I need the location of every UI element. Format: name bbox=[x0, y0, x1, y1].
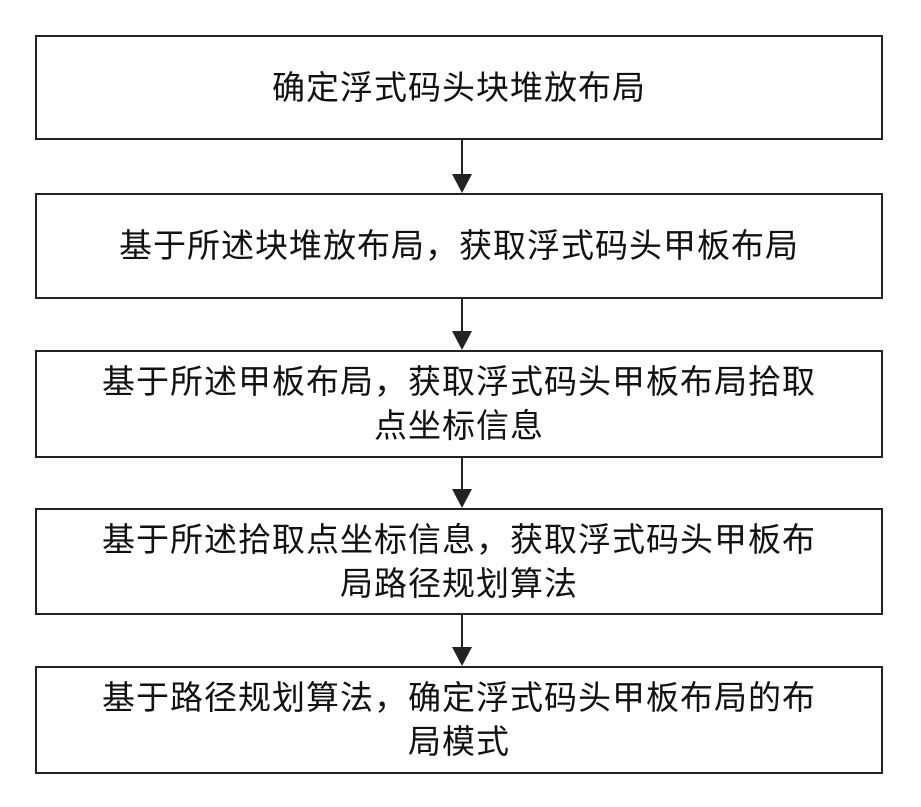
down-arrow-icon bbox=[450, 299, 474, 350]
step-4-text: 基于所述拾取点坐标信息，获取浮式码头甲板布 局路径规划算法 bbox=[82, 518, 836, 606]
step-5-text: 基于路径规划算法，确定浮式码头甲板布局的布 局模式 bbox=[82, 676, 836, 764]
step-1-text: 确定浮式码头块堆放布局 bbox=[252, 66, 666, 110]
down-arrow-icon bbox=[450, 615, 474, 666]
down-arrow-icon bbox=[450, 140, 474, 193]
flowchart-step-1: 确定浮式码头块堆放布局 bbox=[35, 35, 883, 140]
flowchart-step-5: 基于路径规划算法，确定浮式码头甲板布局的布 局模式 bbox=[35, 666, 883, 774]
step-2-text: 基于所述块堆放布局，获取浮式码头甲板布局 bbox=[99, 224, 819, 268]
flowchart-step-4: 基于所述拾取点坐标信息，获取浮式码头甲板布 局路径规划算法 bbox=[35, 508, 883, 615]
flowchart-step-2: 基于所述块堆放布局，获取浮式码头甲板布局 bbox=[35, 193, 883, 299]
flowchart-step-3: 基于所述甲板布局，获取浮式码头甲板布局拾取 点坐标信息 bbox=[35, 350, 883, 458]
step-3-text: 基于所述甲板布局，获取浮式码头甲板布局拾取 点坐标信息 bbox=[82, 360, 836, 448]
down-arrow-icon bbox=[450, 458, 474, 508]
